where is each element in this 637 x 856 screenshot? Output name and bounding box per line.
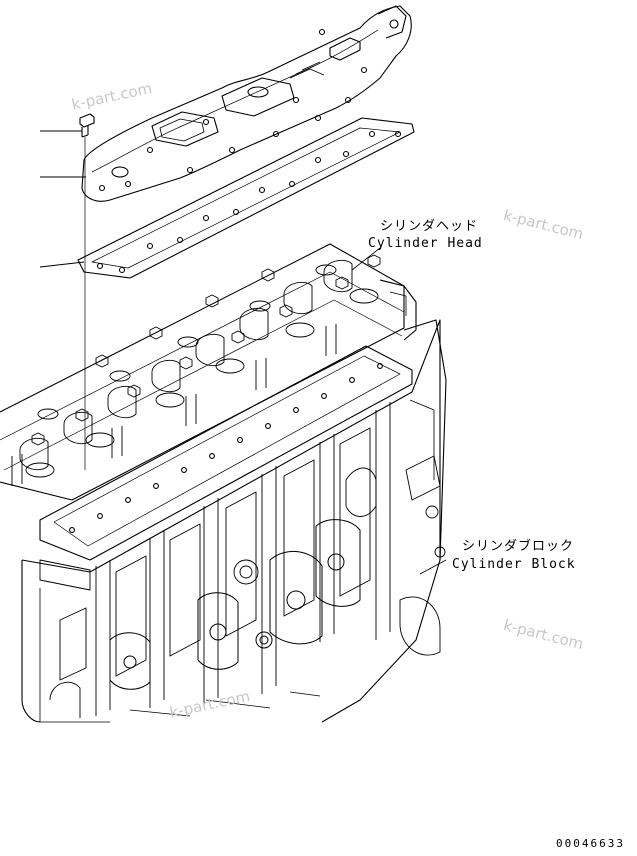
- leader-gasket: [39, 261, 85, 268]
- cylinder-block-body: [21, 319, 447, 723]
- callout-leaders: [39, 130, 86, 268]
- document-number: 00046633: [556, 837, 625, 850]
- cylinder-block-label-en: Cylinder Block: [452, 557, 576, 572]
- gasket-part: [77, 117, 415, 279]
- cover-plate: [81, 5, 412, 202]
- cylinder-block-label-jp: シリンダブロック: [462, 539, 575, 554]
- cylinder-head-label-jp: シリンダヘッド: [380, 219, 479, 234]
- bolt-part: [79, 113, 95, 470]
- cylinder-head-body: [0, 243, 417, 501]
- label-leaders: [351, 247, 447, 575]
- head-deck: [39, 345, 413, 561]
- cylinder-head-label-en: Cylinder Head: [368, 236, 483, 251]
